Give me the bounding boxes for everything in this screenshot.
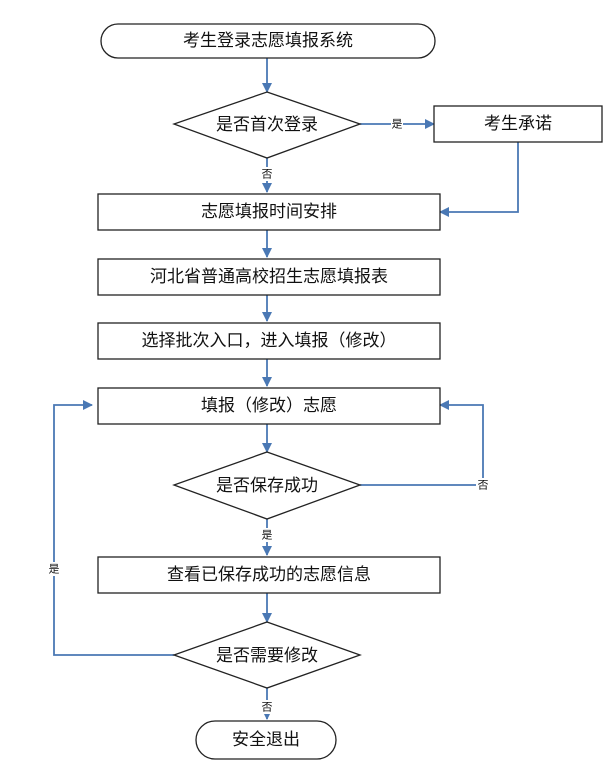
- node-select-batch-label: 选择批次入口，进入填报（修改）: [142, 331, 397, 351]
- edge-label-saved-no: 否: [478, 479, 489, 492]
- edges: 是 否 否 是 是 否: [47, 58, 519, 720]
- node-saved-ok: 是否保存成功: [172, 451, 362, 520]
- node-need-modify: 是否需要修改: [172, 621, 362, 689]
- edge-label-bg: [260, 528, 274, 542]
- edge-label-bg: [476, 478, 490, 492]
- node-need-modify-label: 是否需要修改: [216, 646, 318, 666]
- edge-label-bg: [260, 700, 274, 714]
- node-exit: 安全退出: [195, 720, 337, 760]
- edge-label-modify-yes: 是: [49, 563, 60, 576]
- edge-label-first-login-no: 否: [262, 168, 273, 181]
- node-schedule: 志愿填报时间安排: [97, 193, 441, 231]
- edge-label-saved-yes: 是: [262, 529, 273, 542]
- node-promise: 考生承诺: [433, 105, 603, 143]
- node-promise-label: 考生承诺: [484, 114, 552, 134]
- edge-label-bg: [47, 562, 61, 576]
- edge-promise-to-schedule: [439, 142, 519, 217]
- node-exit-label: 安全退出: [232, 730, 300, 750]
- node-schedule-label: 志愿填报时间安排: [201, 202, 337, 222]
- edge-label-first-login-yes: 是: [392, 118, 403, 131]
- node-form-table: 河北省普通高校招生志愿填报表: [97, 258, 441, 296]
- node-first-login: 是否首次登录: [172, 91, 362, 159]
- node-fill-label: 填报（修改）志愿: [201, 396, 337, 416]
- node-select-batch: 选择批次入口，进入填报（修改）: [97, 322, 441, 360]
- node-start: 考生登录志愿填报系统: [100, 23, 436, 59]
- edge-saved-no-to-fill: [360, 400, 484, 486]
- node-form-table-label: 河北省普通高校招生志愿填报表: [150, 267, 388, 287]
- node-saved-ok-label: 是否保存成功: [216, 476, 318, 496]
- node-view-saved: 查看已保存成功的志愿信息: [97, 556, 441, 594]
- node-start-label: 考生登录志愿填报系统: [183, 31, 353, 51]
- node-view-saved-label: 查看已保存成功的志愿信息: [167, 565, 371, 585]
- edge-label-bg: [260, 167, 274, 181]
- node-fill: 填报（修改）志愿: [97, 387, 441, 425]
- edge-label-modify-no: 否: [262, 701, 273, 714]
- edge-label-bg: [391, 117, 403, 131]
- edge-modify-yes-to-fill: [53, 400, 174, 656]
- node-first-login-label: 是否首次登录: [216, 115, 318, 135]
- nodes: 考生登录志愿填报系统 是否首次登录 考生承诺 志愿填报时间安排 河北省普通高校招…: [97, 23, 603, 760]
